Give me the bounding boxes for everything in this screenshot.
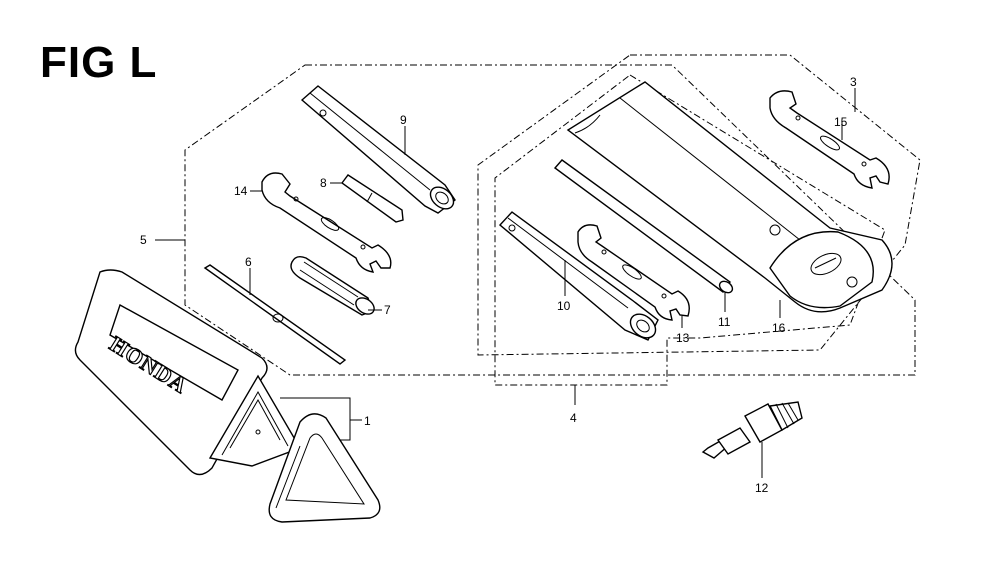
screwdriver-shaft-6: [203, 264, 347, 365]
callout-10: 10: [557, 299, 571, 313]
callout-3: 3: [850, 75, 857, 89]
callout-11: 11: [718, 315, 731, 329]
callout-12: 12: [755, 481, 769, 495]
callout-8: 8: [320, 176, 327, 190]
open-end-wrench-13: [577, 224, 690, 321]
box-wrench-10: [498, 211, 659, 341]
callout-14: 14: [234, 184, 248, 198]
rod-11: [553, 159, 734, 294]
tool-roll-16: [566, 81, 893, 313]
open-end-wrench-14: [261, 172, 392, 273]
open-end-wrench-15: [769, 90, 890, 189]
screwdriver-handle-7: [290, 255, 375, 316]
leader-lines: [155, 88, 856, 478]
callout-9: 9: [400, 113, 407, 127]
figure-title: FIG L: [40, 38, 158, 87]
tool-bag: HONDA: [74, 269, 302, 476]
spark-plug-12: [701, 401, 803, 459]
box-wrench-9: [300, 85, 456, 214]
screwdriver-bit-8: [341, 174, 404, 223]
callout-1: 1: [364, 414, 371, 428]
callout-15: 15: [834, 115, 848, 129]
group-outline-5: [184, 64, 916, 376]
triangle-holder-1: [268, 413, 381, 523]
callout-5: 5: [140, 233, 147, 247]
callout-6: 6: [245, 255, 252, 269]
callout-4: 4: [570, 411, 577, 425]
callout-7: 7: [384, 303, 391, 317]
callout-13: 13: [676, 331, 690, 345]
callout-16: 16: [772, 321, 786, 335]
